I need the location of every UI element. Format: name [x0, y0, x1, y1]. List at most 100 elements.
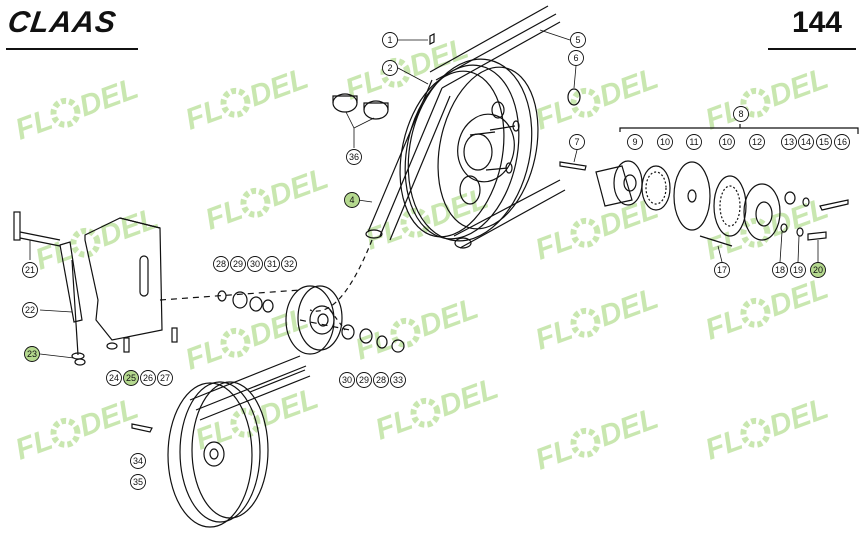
- callout-circle: [339, 372, 355, 388]
- part-callout[interactable]: 8: [733, 106, 749, 122]
- part-callout[interactable]: 12: [749, 134, 765, 150]
- callout-circle: [213, 256, 229, 272]
- part-callout[interactable]: 7: [569, 134, 585, 150]
- callout-label: 18: [775, 265, 785, 275]
- part-callout[interactable]: 30: [247, 256, 263, 272]
- part-callout[interactable]: 18: [772, 262, 788, 278]
- callout-label: 28: [216, 259, 226, 269]
- exploded-drawing: [13, 5, 859, 528]
- callout-label: 12: [752, 137, 762, 147]
- gear-icon: [240, 187, 271, 218]
- watermark-text-right: DEL: [765, 392, 833, 444]
- hub-assembly: [595, 124, 859, 247]
- callout-circle: [570, 32, 586, 48]
- part-callout[interactable]: 14: [798, 134, 814, 150]
- callout-circle: [281, 256, 297, 272]
- part-callout[interactable]: 35: [130, 474, 146, 490]
- part-callout[interactable]: 26: [140, 370, 156, 386]
- main-belt: [365, 5, 566, 249]
- callout-label: 34: [133, 456, 143, 466]
- callout-label: 16: [837, 137, 847, 147]
- part-callout[interactable]: 23: [24, 346, 40, 362]
- lower-pulley: [167, 381, 269, 528]
- part-callout[interactable]: 2: [382, 60, 398, 76]
- callout-circle: [230, 256, 246, 272]
- part-callout[interactable]: 36: [346, 149, 362, 165]
- gear-icon: [50, 417, 81, 448]
- callout-label: 30: [250, 259, 260, 269]
- part-callout[interactable]: 27: [157, 370, 173, 386]
- part-callout[interactable]: 20: [810, 262, 826, 278]
- part-callout[interactable]: 16: [834, 134, 850, 150]
- part-callout[interactable]: 5: [570, 32, 586, 48]
- callout-label: 32: [284, 259, 294, 269]
- part-callout[interactable]: 33: [390, 372, 406, 388]
- part-callout[interactable]: 4: [344, 192, 360, 208]
- part-callout[interactable]: 32: [281, 256, 297, 272]
- part-callout[interactable]: 22: [22, 302, 38, 318]
- callout-label: 29: [359, 375, 369, 385]
- part-callout[interactable]: 29: [230, 256, 246, 272]
- part-callout[interactable]: 15: [816, 134, 832, 150]
- watermark-text-left: FL: [351, 323, 397, 367]
- callout-circle: [772, 262, 788, 278]
- watermark-text-left: FL: [11, 103, 57, 147]
- part-callout[interactable]: 24: [106, 370, 122, 386]
- callout-circle: [22, 302, 38, 318]
- part-callout[interactable]: 9: [627, 134, 643, 150]
- callout-label: 9: [632, 137, 637, 147]
- part-callout[interactable]: 29: [356, 372, 372, 388]
- part-callout[interactable]: 10: [657, 134, 673, 150]
- part-callout[interactable]: 1: [382, 32, 398, 48]
- part-callout[interactable]: 17: [714, 262, 730, 278]
- part-callout[interactable]: 34: [130, 453, 146, 469]
- part-callout[interactable]: 31: [264, 256, 280, 272]
- part-callout[interactable]: 13: [781, 134, 797, 150]
- callout-circle: [749, 134, 765, 150]
- part-callout[interactable]: 11: [686, 134, 702, 150]
- callout-label: 5: [575, 35, 580, 45]
- watermark-text-left: FL: [531, 313, 577, 357]
- callout-label: 4: [349, 195, 354, 205]
- callout-circle: [106, 370, 122, 386]
- part-callout[interactable]: 21: [22, 262, 38, 278]
- watermark-text-right: DEL: [245, 62, 313, 114]
- part-callout[interactable]: 25: [123, 370, 139, 386]
- part-callout[interactable]: 30: [339, 372, 355, 388]
- part-callout[interactable]: 28: [373, 372, 389, 388]
- part-callout[interactable]: 28: [213, 256, 229, 272]
- watermark-text-left: FL: [31, 233, 77, 277]
- callout-circle: [810, 262, 826, 278]
- part-callout[interactable]: 19: [790, 262, 806, 278]
- gear-icon: [410, 397, 441, 428]
- callout-label: 22: [25, 305, 35, 315]
- callout-label: 7: [574, 137, 579, 147]
- callout-label: 25: [126, 373, 136, 383]
- page-number-underline: [768, 48, 856, 50]
- part-callout[interactable]: 10: [719, 134, 735, 150]
- watermark-text-left: FL: [531, 223, 577, 267]
- watermark-text-left: FL: [341, 63, 387, 107]
- watermark-text-right: DEL: [405, 32, 473, 84]
- part-callout[interactable]: 6: [568, 50, 584, 66]
- bearings: [332, 93, 389, 120]
- gear-icon: [70, 227, 101, 258]
- callout-circle: [816, 134, 832, 150]
- watermark-text-left: FL: [181, 333, 227, 377]
- watermark-text-right: DEL: [765, 272, 833, 324]
- callout-circle: [627, 134, 643, 150]
- callout-label: 30: [342, 375, 352, 385]
- callout-circle: [22, 262, 38, 278]
- callout-circle: [568, 50, 584, 66]
- brand-underline: [6, 48, 138, 50]
